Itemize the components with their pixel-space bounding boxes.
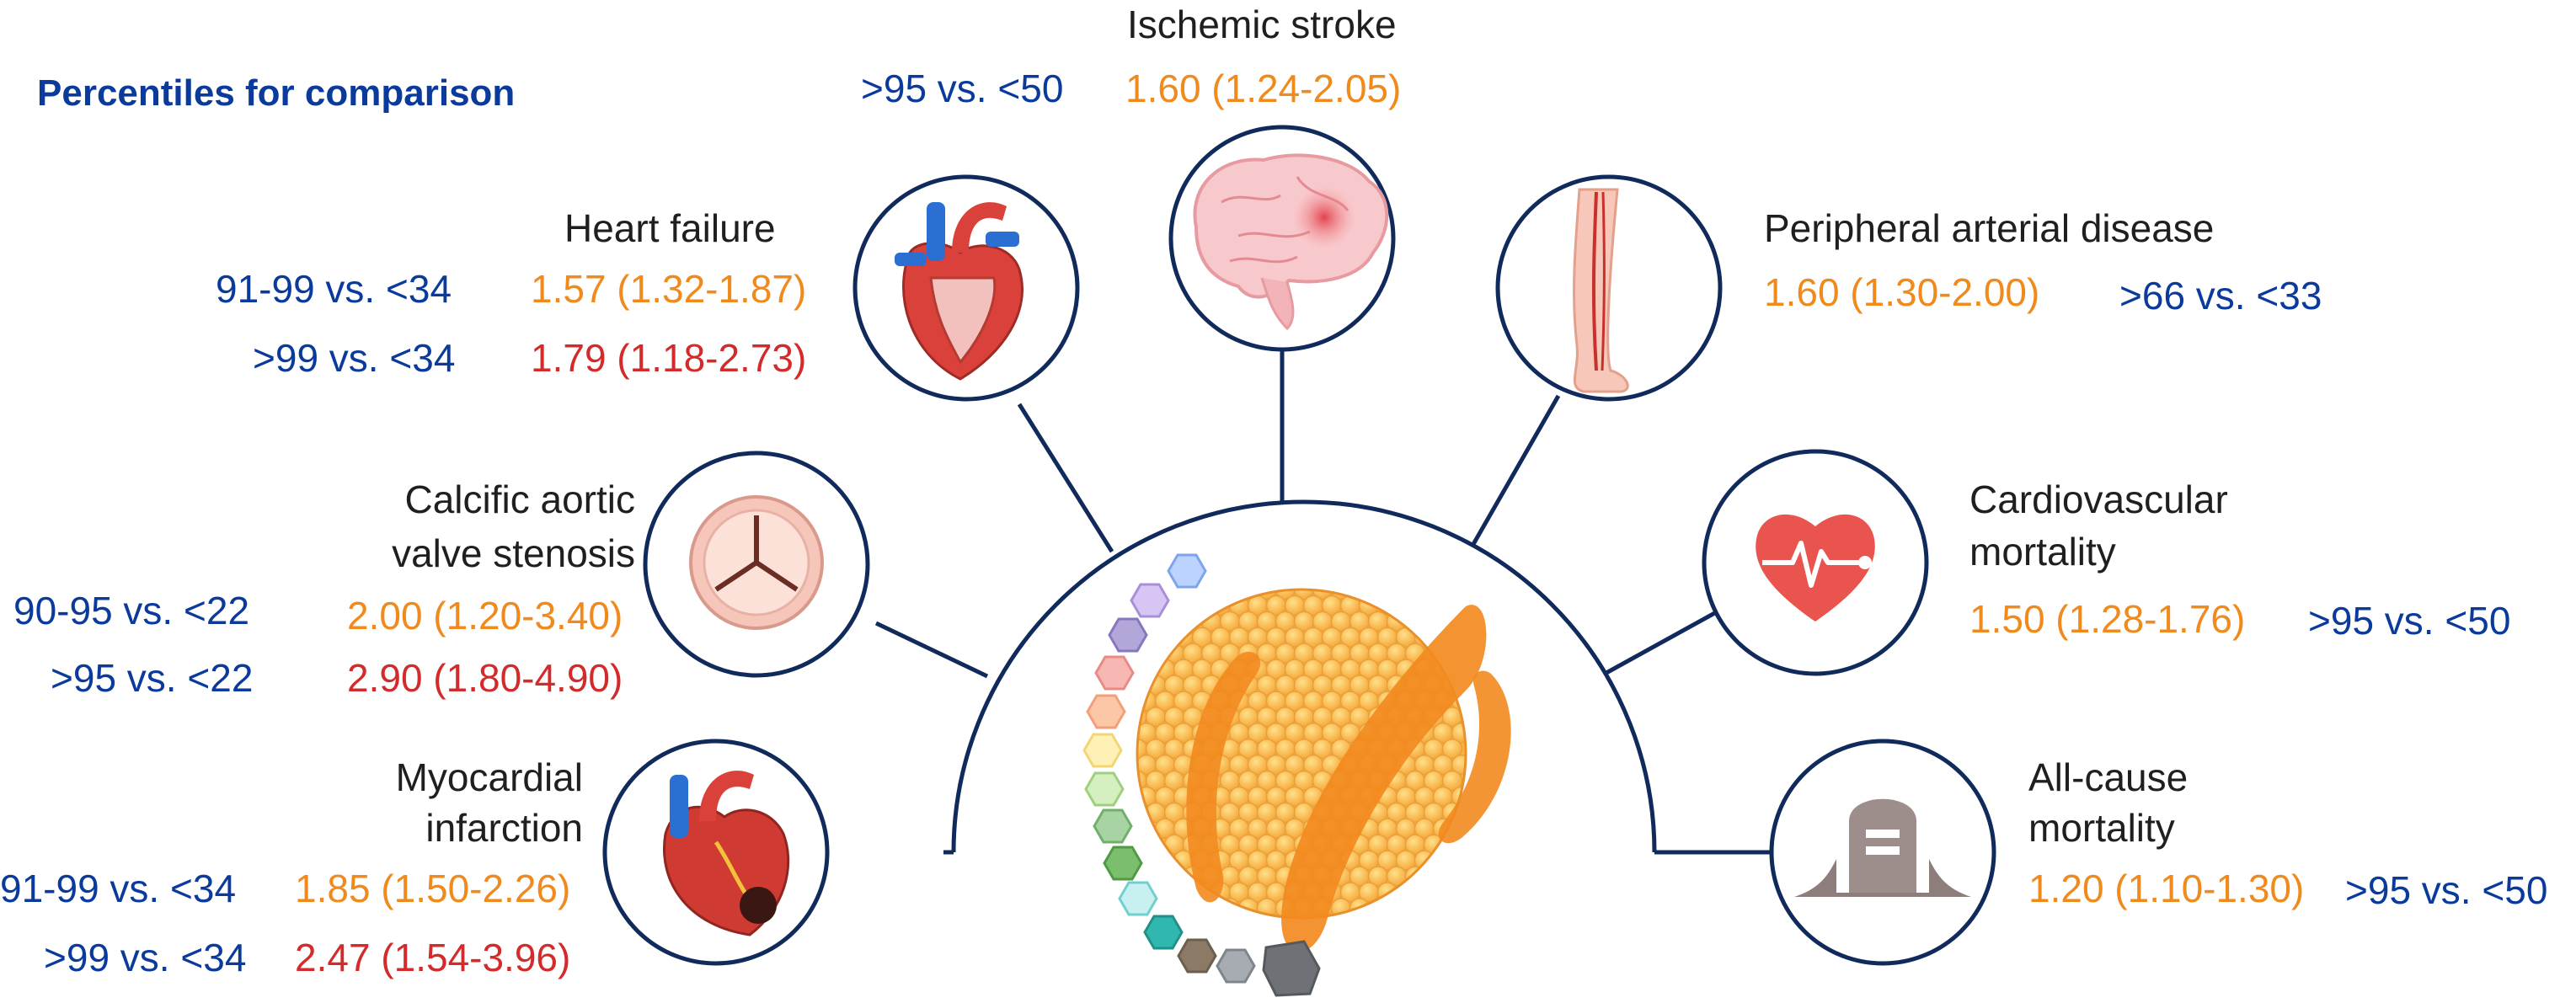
heart-failure-percentiles-1: 91-99 vs. <34	[216, 267, 452, 311]
pad-percentiles: >66 vs. <33	[2119, 274, 2322, 317]
heart-failure-label: Heart failure	[564, 206, 776, 250]
leg-artery-icon	[1573, 188, 1629, 393]
connector-lines	[874, 349, 1777, 855]
aortic-percentiles-2: >95 vs. <22	[51, 656, 254, 700]
connector-heart-failure	[1017, 403, 1114, 553]
lipid-bead	[1441, 738, 1463, 760]
lipid-bead	[1451, 754, 1466, 776]
lipid-bead	[1451, 723, 1466, 744]
lipid-bead	[1312, 590, 1333, 600]
cv-mortality-label-line2: mortality	[1969, 530, 2116, 574]
aortic-label-line1: Calcific aortic	[404, 477, 635, 521]
mi-label-line1: Myocardial	[395, 755, 583, 799]
mi-label-line2: infarction	[425, 806, 583, 850]
cv-mortality-label-line1: Cardiovascular	[1969, 477, 2228, 521]
connector-aortic	[874, 621, 989, 679]
aortic-label-line2: valve stenosis	[392, 531, 635, 575]
dome-arc	[951, 499, 1657, 853]
heart-failure-percentiles-2: >99 vs. <34	[253, 336, 456, 380]
lipid-bead	[1293, 590, 1315, 600]
mi-percentiles-2: >99 vs. <34	[44, 936, 247, 979]
all-cause-label-line2: mortality	[2028, 806, 2175, 850]
aortic-estimate-2: 2.90 (1.80-4.90)	[347, 656, 623, 700]
aortic-valve-icon	[689, 495, 824, 630]
mi-estimate-1: 1.85 (1.50-2.26)	[295, 867, 571, 910]
heart-failure-estimate-2: 1.79 (1.18-2.73)	[531, 336, 807, 380]
pad-estimate: 1.60 (1.30-2.00)	[1764, 270, 2040, 314]
stroke-label: Ischemic stroke	[1127, 3, 1397, 46]
all-cause-percentiles: >95 vs. <50	[2345, 868, 2548, 912]
lipid-bead	[1275, 590, 1296, 600]
lipid-bead	[1441, 770, 1463, 792]
mi-percentiles-1: 91-99 vs. <34	[0, 867, 237, 910]
mi-estimate-2: 2.47 (1.54-3.96)	[295, 936, 571, 979]
heart-failure-estimate-1: 1.57 (1.32-1.87)	[531, 267, 807, 311]
lipoprotein-particle-icon	[1082, 553, 1511, 997]
all-cause-estimate: 1.20 (1.10-1.30)	[2028, 867, 2305, 910]
infarcted-heart-icon	[663, 771, 790, 936]
heart-anatomy-icon	[895, 202, 1023, 381]
all-cause-label-line1: All-cause	[2028, 755, 2189, 799]
connector-cv-mortality	[1603, 604, 1729, 676]
cv-mortality-percentiles: >95 vs. <50	[2308, 599, 2511, 643]
cv-mortality-estimate: 1.50 (1.28-1.76)	[1969, 597, 2246, 641]
aortic-percentiles-1: 90-95 vs. <22	[13, 589, 250, 632]
connector-pad	[1470, 394, 1561, 547]
stroke-estimate: 1.60 (1.24-2.05)	[1125, 67, 1402, 110]
heart-pulse-icon	[1756, 514, 1875, 622]
tombstone-icon	[1794, 798, 1971, 897]
brain-icon	[1193, 153, 1389, 331]
lipid-bead	[1404, 866, 1426, 887]
aortic-estimate-1: 2.00 (1.20-3.40)	[347, 594, 623, 638]
percentiles-heading: Percentiles for comparison	[37, 72, 516, 114]
pad-label: Peripheral arterial disease	[1764, 206, 2215, 250]
stroke-percentiles: >95 vs. <50	[861, 67, 1064, 110]
